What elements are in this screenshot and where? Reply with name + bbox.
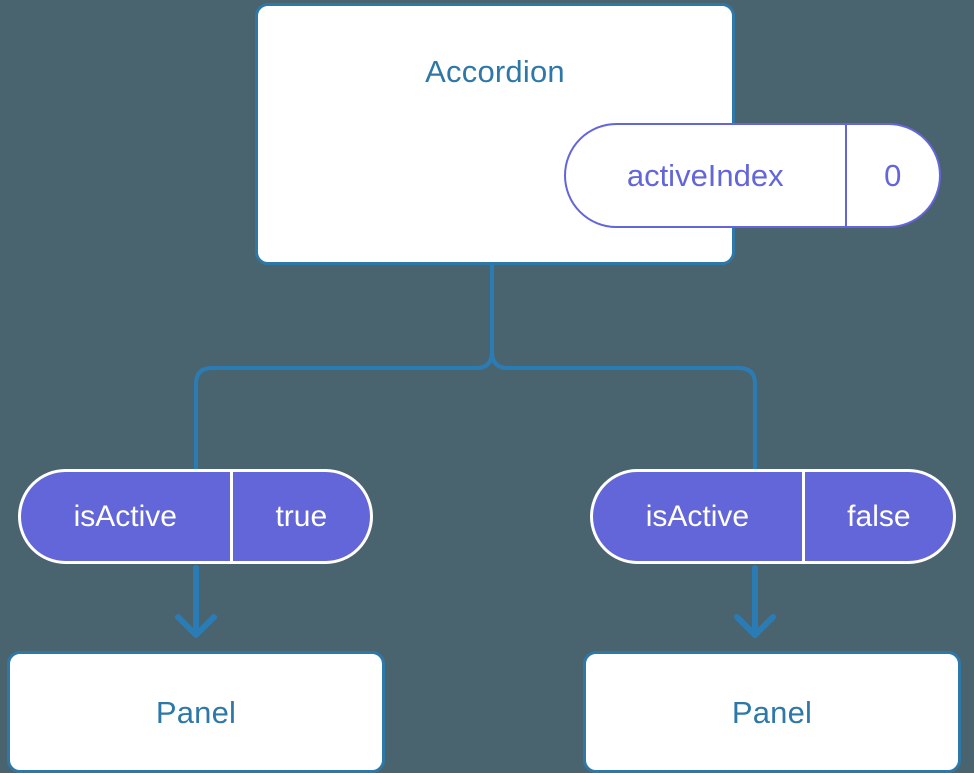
prop-key-active-index: activeIndex (626, 158, 784, 193)
prop-pill-active-index[interactable]: activeIndex 0 (564, 123, 941, 228)
connector-trunk-left (194, 263, 494, 472)
accordion-title: Accordion (425, 54, 565, 89)
accordion-component[interactable]: Accordion activeIndex 0 (255, 3, 941, 265)
prop-value-is-active-right: false (801, 472, 953, 561)
panel-title-right: Panel (731, 694, 813, 730)
prop-pill-is-active-left[interactable]: isActive true (18, 469, 373, 564)
prop-pill-is-active-right[interactable]: isActive false (590, 469, 956, 564)
prop-key-is-active-left: isActive (73, 499, 177, 533)
down-arrow-icon-right (734, 565, 776, 638)
panel-component-left[interactable]: Panel (7, 651, 385, 773)
prop-key-is-active-right: isActive (645, 499, 750, 533)
connector-trunk-right (490, 263, 757, 472)
panel-component-right[interactable]: Panel (583, 651, 961, 773)
panel-title-left: Panel (155, 694, 237, 730)
prop-value-active-index: 0 (844, 125, 940, 226)
prop-value-is-active-left: true (229, 472, 370, 561)
down-arrow-icon-left (175, 565, 217, 638)
